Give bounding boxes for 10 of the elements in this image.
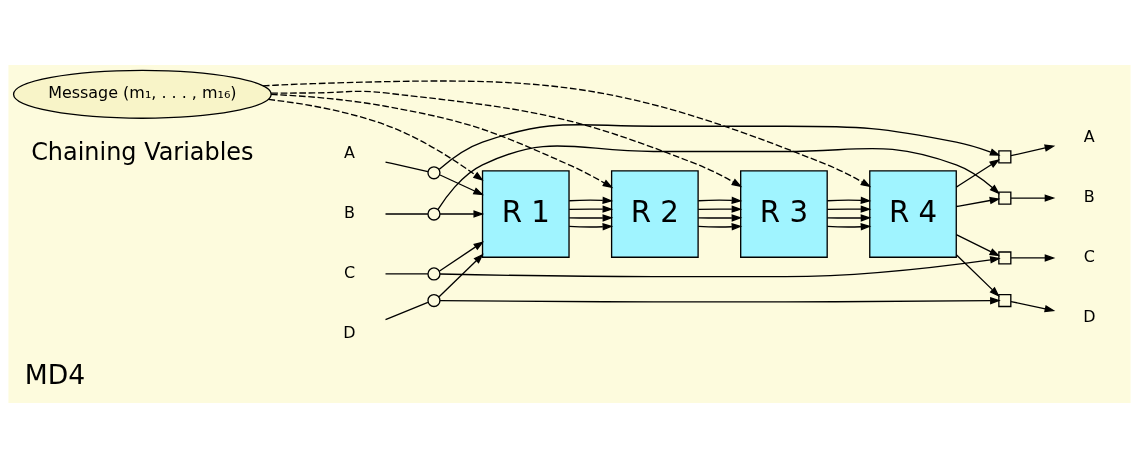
node-text: D: [1083, 306, 1096, 326]
node-text: C: [343, 262, 356, 282]
node-text: A: [1083, 126, 1095, 146]
node-text: C: [1083, 246, 1095, 266]
node-text: A: [344, 142, 355, 162]
node-text: B: [1083, 186, 1095, 206]
label: Chaining Variables: [31, 137, 254, 166]
node-text: B: [343, 202, 355, 222]
diagram-title: MD4: [24, 358, 86, 390]
node-text: D: [343, 322, 356, 342]
